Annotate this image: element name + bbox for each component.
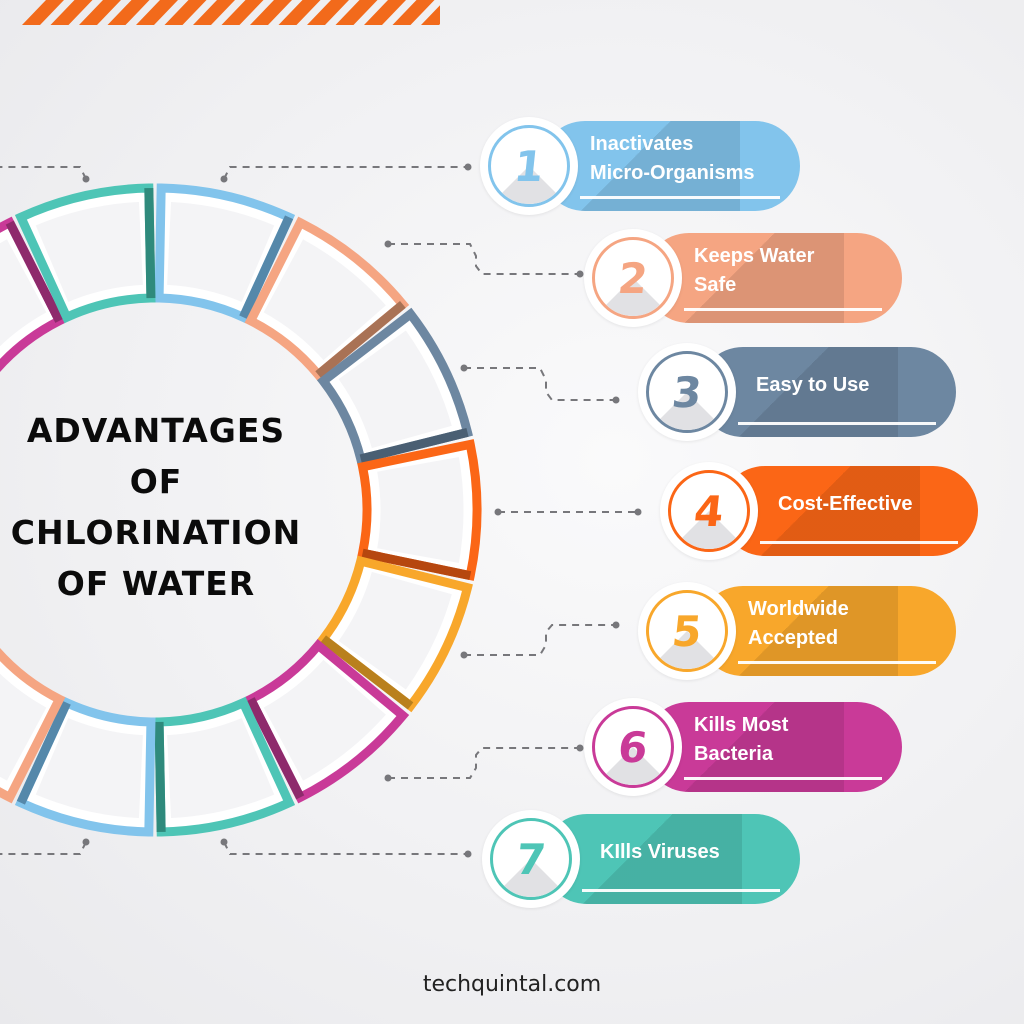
number-badge: 3 [638,343,736,441]
number-badge: 4 [660,462,758,560]
wheel-segment [154,183,296,324]
wheel-segment [316,555,473,713]
advantage-item-3: Easy to Use 3 [638,343,966,441]
title-line-1: ADVANTAGES [26,411,286,450]
number-badge: 7 [482,810,580,908]
badge-number: 4 [691,486,727,536]
wheel-segment [154,696,296,837]
advantage-label: KIlls Viruses [600,814,720,890]
wheel-segment [244,216,410,381]
advantage-pill: Easy to Use [698,347,956,437]
advantage-label-line: Cost-Effective [778,492,913,515]
advantage-label-line: Inactivates [590,133,694,155]
pill-underline [684,308,882,311]
pill-underline [684,777,882,780]
wheel-segment [357,439,482,581]
badge-number: 1 [511,141,547,191]
wheel-segment [14,183,156,324]
number-badge: 2 [584,229,682,327]
advantage-label-line: Easy to Use [756,373,870,396]
advantage-label-line: Bacteria [694,743,773,765]
badge-number: 3 [669,367,705,417]
badge-number: 6 [615,722,651,772]
advantage-item-4: Cost-Effective 4 [660,462,988,560]
wheel-segment [0,216,66,373]
advantage-label-line: Kills Most [694,714,789,736]
advantage-label-line: Accepted [748,627,839,649]
decorative-stripes [22,0,440,25]
pill-underline [580,196,780,199]
badge-number: 2 [615,253,651,303]
pill-underline [738,422,936,425]
wheel-segment [0,647,66,804]
advantage-item-7: KIlls Viruses 7 [482,810,810,908]
advantage-label: Easy to Use [756,347,869,423]
advantage-label: Cost-Effective [778,466,912,542]
advantage-label-line: KIlls Viruses [600,840,720,863]
footer-site-url: techquintal.com [422,972,602,997]
badge-number: 7 [513,834,549,884]
wheel-segment [316,307,473,465]
advantage-label-line: Micro-Organisms [590,162,755,184]
advantage-label-line: Keeps Water [694,245,815,267]
title-line-3: CHLORINATION [10,513,302,552]
advantage-label-line: Worldwide [748,598,849,620]
advantage-label-line: Safe [694,274,737,296]
badge-number: 5 [669,606,705,656]
wheel-segment [244,639,410,804]
pill-underline [738,661,936,664]
number-badge: 1 [480,117,578,215]
number-badge: 5 [638,582,736,680]
wheel-segment [14,696,156,837]
page-title: ADVANTAGES OF CHLORINATION OF WATER [0,405,312,609]
pill-underline [760,541,958,544]
number-badge: 6 [584,698,682,796]
title-line-4: OF WATER [56,564,256,603]
advantage-pill: Cost-Effective [720,466,978,556]
title-line-2: OF [129,462,183,501]
pill-underline [582,889,780,892]
